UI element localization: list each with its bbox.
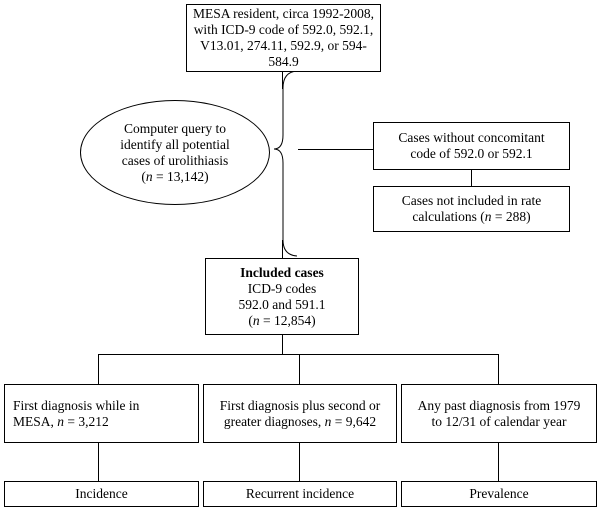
connector-bus-to-first (98, 354, 99, 384)
query-count: (n = 13,142) (141, 168, 209, 184)
resident-criteria-box: MESA resident, circa 1992-2008, with ICD… (186, 4, 381, 72)
connector-brace-to-included (282, 240, 283, 258)
included-line-2: 592.0 and 591.1 (238, 296, 326, 312)
computer-query-oval: Computer query to identify all potential… (80, 100, 270, 205)
recurrent-incidence-label: Recurrent incidence (245, 486, 355, 501)
connector-past-to-prevalence (498, 443, 499, 481)
first-line-2: MESA, n = 3,212 (13, 413, 109, 429)
incidence-label: Incidence (75, 486, 128, 501)
connector-without-to-excluded (471, 170, 472, 186)
resident-criteria-line-3: V13.01, 274.11, 592.9, or 594-584.9 (200, 38, 367, 69)
past-line-1: Any past diagnosis from 1979 (417, 397, 581, 413)
without-line-2: code of 592.0 or 592.1 (410, 146, 533, 161)
first-plus-second-box: First diagnosis plus second or greater d… (203, 384, 397, 443)
excluded-line-2: calculations (n = 288) (412, 209, 531, 224)
connector-brace-to-branch (298, 149, 373, 150)
query-line-2: identify all potential (120, 136, 230, 152)
connector-first-to-incidence (98, 443, 99, 481)
prevalence-label: Prevalence (469, 486, 529, 501)
plus-line-1: First diagnosis plus second or (219, 397, 381, 413)
cases-not-included-box: Cases not included in rate calculations … (373, 186, 570, 232)
resident-criteria-line-2: with ICD-9 code of 592.0, 592.1, (193, 22, 374, 37)
included-line-1: ICD-9 codes (247, 280, 317, 296)
incidence-box: Incidence (4, 481, 199, 507)
any-past-diagnosis-box: Any past diagnosis from 1979 to 12/31 of… (401, 384, 597, 443)
query-line-1: Computer query to (124, 120, 226, 136)
excluded-line-1: Cases not included in rate (401, 193, 542, 208)
first-line-1: First diagnosis while in (13, 397, 140, 413)
query-line-3: cases of urolithiasis (121, 152, 229, 168)
prevalence-box: Prevalence (401, 481, 597, 507)
connector-plus-to-recurrent (299, 443, 300, 481)
connector-top-to-brace (282, 72, 283, 89)
plus-line-2: greater diagnoses, n = 9,642 (223, 413, 377, 429)
included-cases-box: Included cases ICD-9 codes 592.0 and 591… (205, 258, 359, 335)
connector-horizontal-bus (98, 354, 499, 355)
connector-bus-to-plus (299, 354, 300, 384)
resident-criteria-line-1: MESA resident, circa 1992-2008, (192, 6, 375, 21)
cases-without-concomitant-box: Cases without concomitant code of 592.0 … (373, 122, 570, 170)
past-line-2: to 12/31 of calendar year (431, 413, 567, 429)
included-cases-title: Included cases (240, 264, 324, 280)
connector-bus-to-past (498, 354, 499, 384)
first-diagnosis-box: First diagnosis while in MESA, n = 3,212 (4, 384, 199, 443)
connector-included-to-bus (282, 335, 283, 354)
without-line-1: Cases without concomitant (398, 130, 545, 145)
recurrent-incidence-box: Recurrent incidence (203, 481, 397, 507)
included-count: (n = 12,854) (248, 312, 316, 328)
